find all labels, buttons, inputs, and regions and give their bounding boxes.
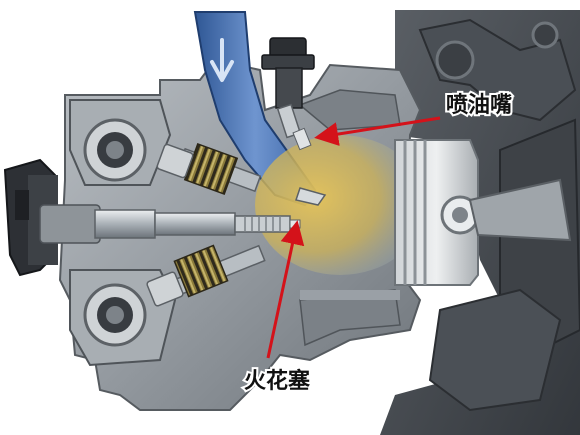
upper-cam-housing bbox=[69, 99, 172, 186]
lower-cam-housing bbox=[69, 269, 177, 367]
intake-flow-arrow-icon bbox=[210, 38, 234, 82]
piston bbox=[394, 139, 480, 286]
connecting-rod bbox=[468, 178, 572, 242]
injector-label: 喷油嘴 bbox=[446, 93, 512, 118]
spark-plug-label: 火花塞 bbox=[244, 368, 311, 394]
spark-plug bbox=[39, 204, 301, 244]
lower-valve-spring bbox=[173, 244, 229, 298]
injector-callout-arrow bbox=[314, 116, 441, 146]
exhaust-valve bbox=[146, 244, 266, 307]
ignition-coil-connector bbox=[3, 158, 58, 277]
spark-plug-callout-arrow bbox=[266, 220, 305, 359]
intake-valve bbox=[156, 143, 327, 206]
fuel-injector bbox=[261, 37, 315, 151]
